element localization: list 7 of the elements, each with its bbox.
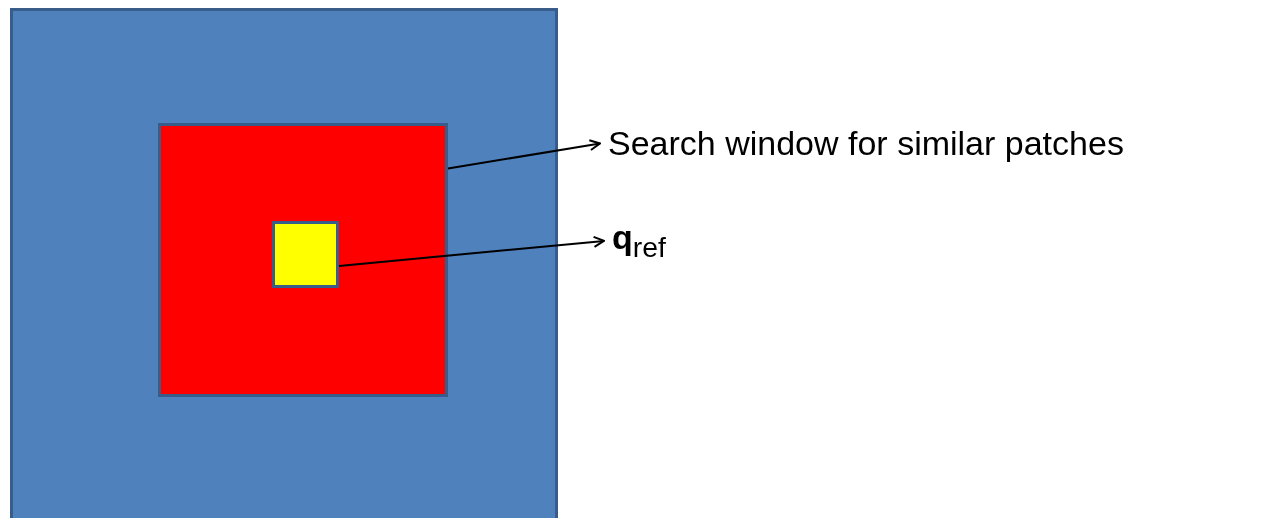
leader-arrow [338, 235, 605, 267]
caption-text: q$_{ref}$ [612, 218, 666, 264]
outer-square [10, 8, 558, 518]
search-window-square [158, 123, 448, 397]
patch-square [272, 221, 339, 288]
leader-arrow [447, 139, 601, 170]
caption-text: Search window for similar patches [608, 124, 1124, 163]
